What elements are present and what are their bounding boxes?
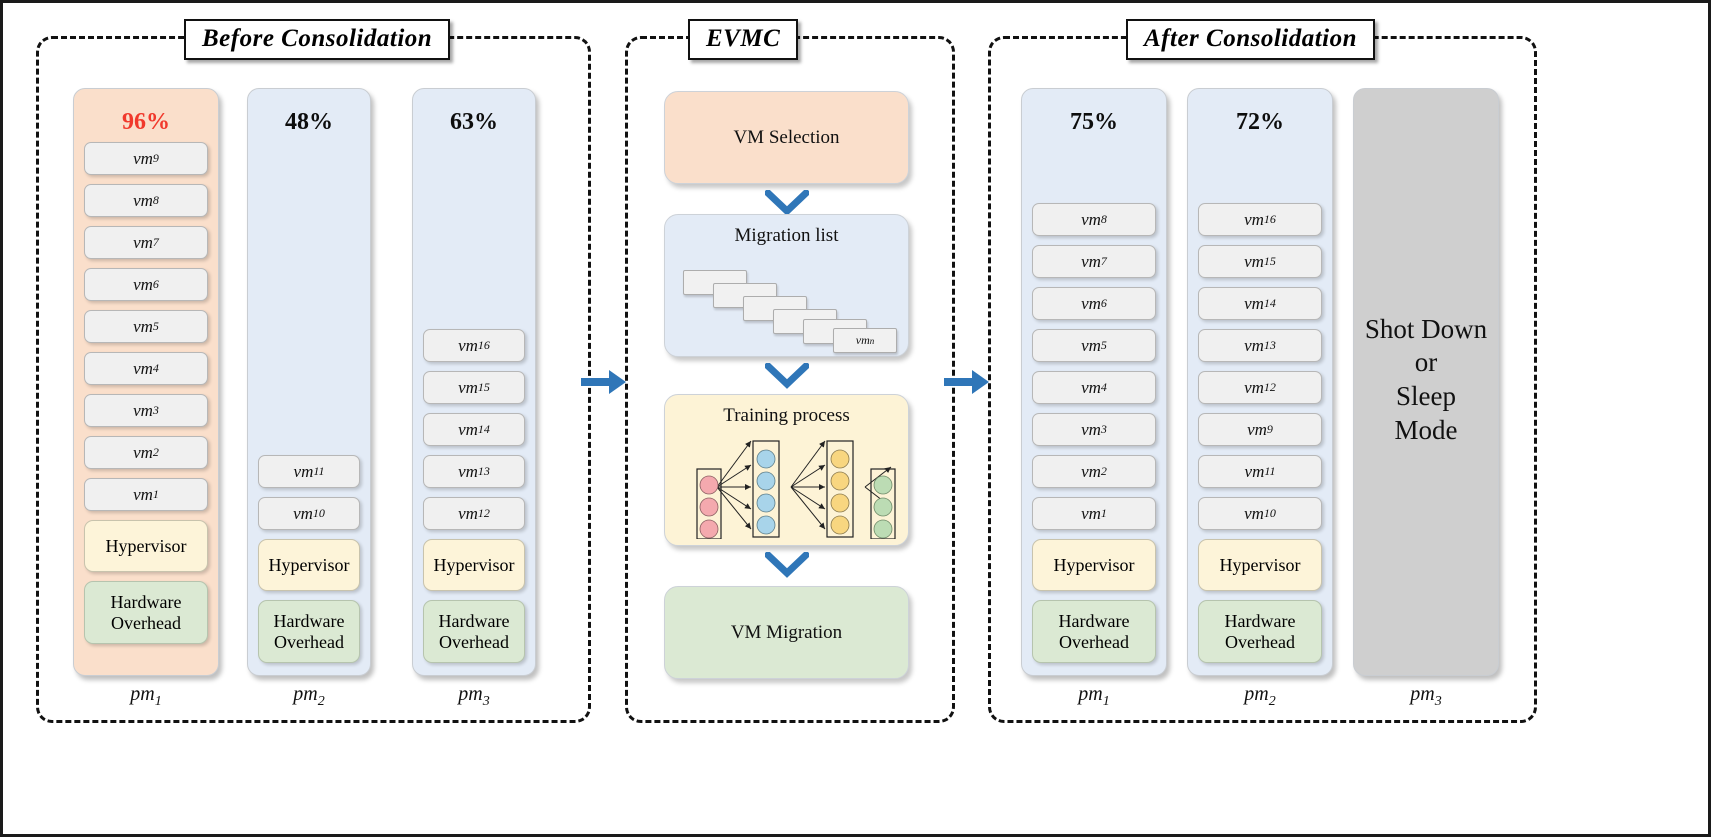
stage-label-vm-migration: VM Migration [730, 621, 843, 643]
migration-card-label: vm [855, 333, 870, 347]
hardware-overhead-line2: Overhead [439, 631, 509, 652]
server-label-after-pm1: pm1 [1078, 683, 1110, 709]
panel-title-after: After Consolidation [1126, 19, 1376, 60]
server-label-before-pm2: pm2 [293, 683, 325, 709]
hardware-overhead-line1: Hardware [110, 591, 182, 612]
chevron-down-icon-2 [765, 363, 809, 389]
utilization-after-pm2: 72% [1236, 109, 1284, 135]
utilization-before-pm1: 96% [122, 109, 170, 135]
stage-label-training-process: Training process [723, 405, 850, 426]
stage-vm-selection[interactable]: VM Selection [664, 91, 909, 184]
hypervisor-box: Hypervisor [423, 539, 525, 591]
arrow-evmc-to-after [944, 370, 989, 394]
server-after-pm3[interactable]: Shot Down or Sleep Mode [1353, 88, 1499, 676]
panel-after-consolidation: After Consolidation [988, 19, 1537, 723]
server-state-text: Shot Down or Sleep Mode [1364, 313, 1488, 448]
hardware-overhead-box: Hardware Overhead [1032, 600, 1156, 663]
hardware-overhead-line2: Overhead [111, 612, 181, 633]
stage-vm-migration[interactable]: VM Migration [664, 586, 909, 679]
utilization-before-pm2: 48% [285, 109, 333, 135]
hardware-overhead-line1: Hardware [1224, 610, 1296, 631]
chevron-down-icon-1 [765, 190, 809, 216]
utilization-after-pm1: 75% [1070, 109, 1118, 135]
server-label-before-pm3: pm3 [458, 683, 490, 709]
utilization-before-pm3: 63% [450, 109, 498, 135]
panel-title-evmc: EVMC [688, 19, 799, 60]
stage-label-migration-list: Migration list [734, 225, 839, 246]
migration-card-sub: n [869, 335, 875, 346]
hardware-overhead-box: Hardware Overhead [423, 600, 525, 663]
hardware-overhead-line2: Overhead [1225, 631, 1295, 652]
hardware-overhead-line2: Overhead [274, 631, 344, 652]
sleep-line1: Shot Down or [1364, 313, 1488, 378]
server-label-after-pm2: pm2 [1244, 683, 1276, 709]
hypervisor-box: Hypervisor [84, 520, 208, 572]
hypervisor-box: Hypervisor [1198, 539, 1322, 591]
hardware-overhead-box: Hardware Overhead [84, 581, 208, 644]
hardware-overhead-box: Hardware Overhead [258, 600, 360, 663]
arrow-before-to-evmc [581, 370, 626, 394]
hypervisor-box: Hypervisor [1032, 539, 1156, 591]
hardware-overhead-line1: Hardware [438, 610, 510, 631]
stage-training-process[interactable]: Training process [664, 394, 909, 546]
panel-title-before: Before Consolidation [184, 19, 451, 60]
hardware-overhead-line1: Hardware [1058, 610, 1130, 631]
neural-network-illustration [696, 440, 896, 539]
server-label-before-pm1: pm1 [130, 683, 162, 709]
stage-label-vm-selection: VM Selection [733, 126, 840, 148]
sleep-line2: Sleep Mode [1394, 381, 1458, 445]
hardware-overhead-line1: Hardware [273, 610, 345, 631]
hypervisor-box: Hypervisor [258, 539, 360, 591]
hardware-overhead-line2: Overhead [1059, 631, 1129, 652]
chevron-down-icon-3 [765, 552, 809, 578]
hardware-overhead-box: Hardware Overhead [1198, 600, 1322, 663]
server-label-after-pm3: pm3 [1410, 683, 1442, 709]
